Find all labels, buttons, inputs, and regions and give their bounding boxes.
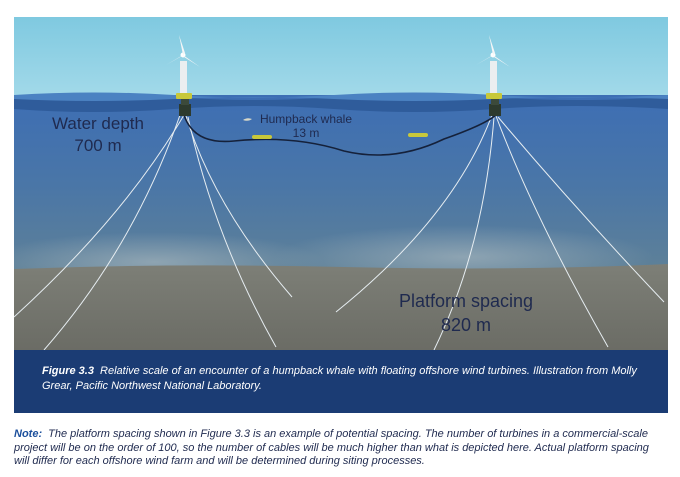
figure-caption-text: Relative scale of an encounter of a hump… <box>42 365 637 392</box>
mooring-cables-left <box>14 114 293 350</box>
humpback-whale-length: 13 m <box>292 126 320 140</box>
note-label: Note: <box>14 428 43 440</box>
water-depth-title: Water depth <box>52 114 144 133</box>
water-depth-label: Water depth 700 m <box>38 113 158 157</box>
cable-floats <box>252 133 428 139</box>
mooring-cables-right <box>335 114 665 350</box>
sky <box>14 17 668 105</box>
wind-turbine-right <box>476 35 510 116</box>
humpback-whale-label: Humpback whale 13 m <box>246 112 366 140</box>
wind-turbine-illustration: Water depth 700 m Humpback whale 13 m Pl… <box>14 17 668 350</box>
inter-array-cable <box>183 114 497 156</box>
humpback-whale-marker <box>243 118 252 121</box>
figure-caption: Figure 3.3 Relative scale of an encounte… <box>42 364 640 394</box>
humpback-whale-title: Humpback whale <box>259 112 353 126</box>
seafloor <box>14 264 668 350</box>
platform-spacing-label: Platform spacing 820 m <box>366 289 566 337</box>
note-text: The platform spacing shown in Figure 3.3… <box>14 428 649 467</box>
platform-spacing-value: 820 m <box>440 315 492 335</box>
note-paragraph: Note: The platform spacing shown in Figu… <box>14 428 666 469</box>
figure-number: Figure 3.3 <box>42 365 94 377</box>
water-depth-value: 700 m <box>74 136 122 155</box>
figure-3-3: Water depth 700 m Humpback whale 13 m Pl… <box>14 17 668 413</box>
wind-turbine-left <box>166 35 200 116</box>
figure-caption-bar: Figure 3.3 Relative scale of an encounte… <box>14 350 668 413</box>
platform-spacing-title: Platform spacing <box>398 291 534 311</box>
